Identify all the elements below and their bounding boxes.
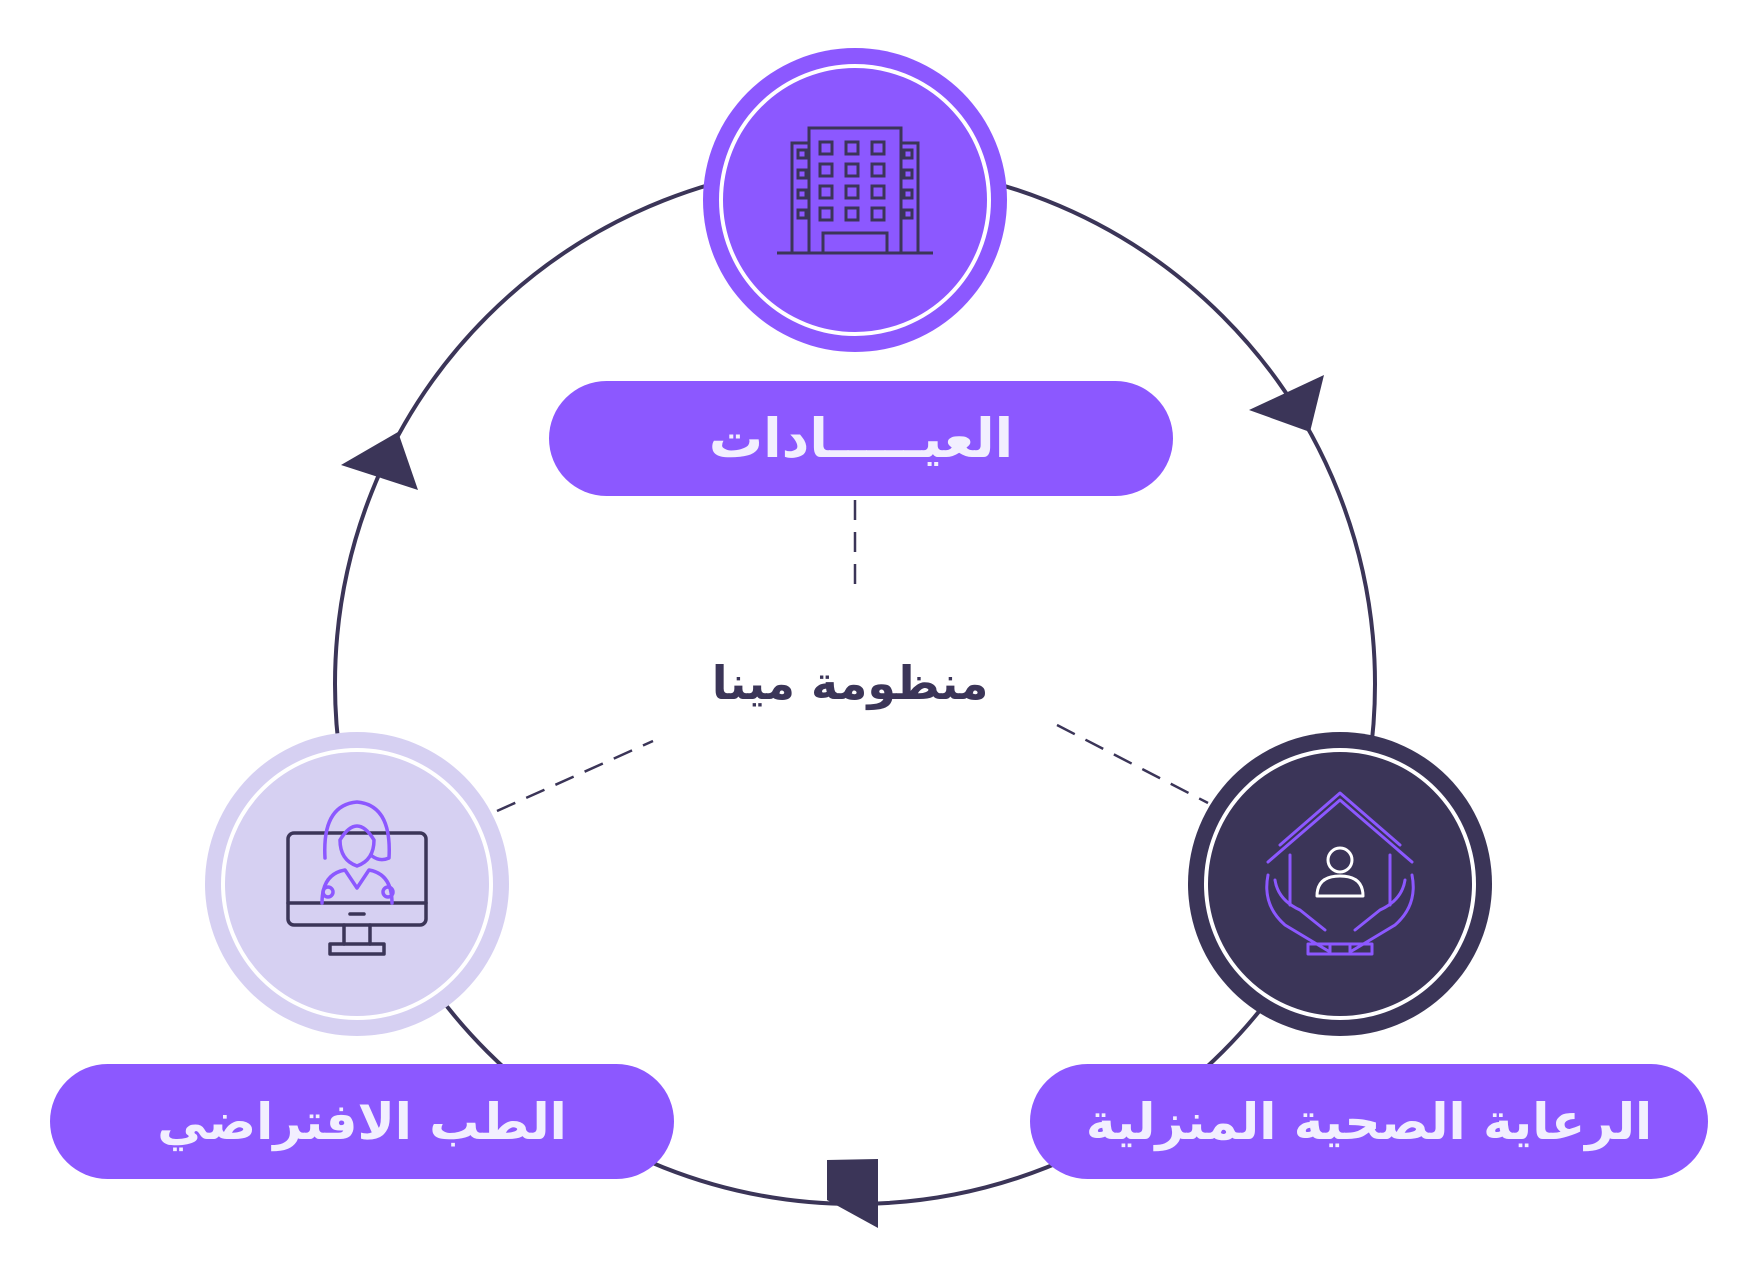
virtual-medicine-label: الطب الافتراضي (157, 1092, 567, 1151)
home-care-hands-icon (1265, 791, 1415, 956)
home-care-node (1188, 732, 1492, 1036)
home-care-label-pill: الرعاية الصحية المنزلية (1030, 1064, 1708, 1179)
cycle-arrow-left (341, 432, 418, 490)
telemedicine-doctor-monitor-icon (286, 800, 428, 956)
clinics-label-pill: العيـــــادات (549, 381, 1173, 496)
clinics-label: العيـــــادات (708, 407, 1014, 470)
virtual-medicine-label-pill: الطب الافتراضي (50, 1064, 674, 1179)
virtual-medicine-node (205, 732, 509, 1036)
ecosystem-center-label: منظومة مينا (650, 643, 1050, 723)
connector-virtual (496, 739, 654, 813)
center-label-text: منظومة مينا (711, 656, 989, 710)
clinics-node (703, 48, 1007, 352)
connector-home (1056, 723, 1209, 805)
cycle-arrow-right (1249, 375, 1324, 432)
cycle-arrow-bottom (827, 1159, 878, 1228)
home-care-label: الرعاية الصحية المنزلية (1085, 1092, 1653, 1151)
hospital-building-icon (777, 126, 933, 255)
